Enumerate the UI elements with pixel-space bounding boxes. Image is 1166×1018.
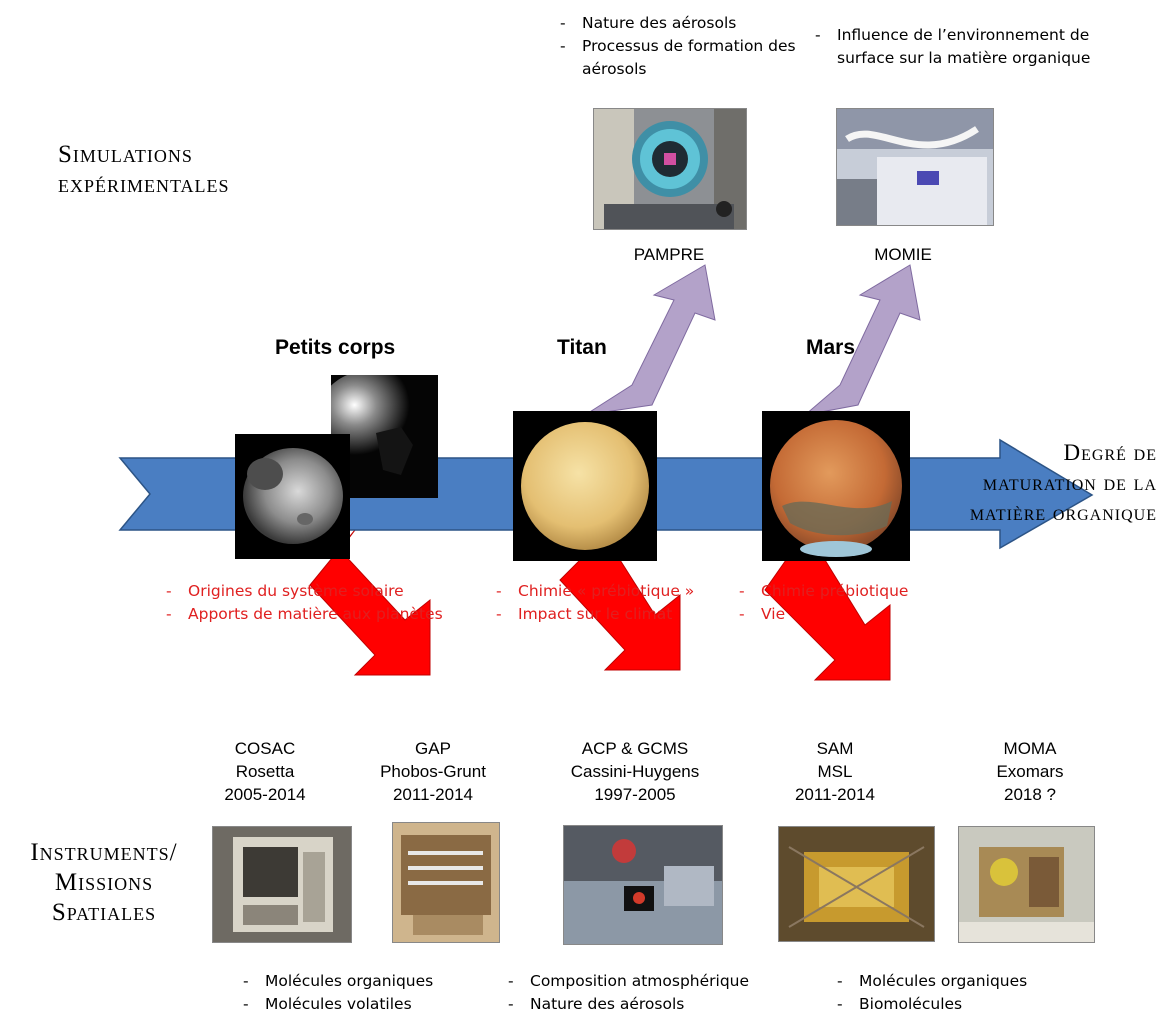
maturation-label-line1: Degré de <box>1063 440 1157 465</box>
instruments-label-line2: Missions <box>54 869 154 896</box>
acp-gcms-photo <box>563 825 723 945</box>
pampre-notes: Nature des aérosols Processus de formati… <box>560 12 800 81</box>
pampre-label: PAMPRE <box>633 245 705 264</box>
instruments-label-line3: Spatiales <box>51 899 157 926</box>
mars-title: Mars <box>806 336 856 359</box>
titan-photo <box>513 411 657 561</box>
mission-line: COSAC <box>234 739 296 758</box>
phobos-photo <box>235 434 350 559</box>
objective-item: Impact sur le climat <box>496 603 746 626</box>
momie-note: Influence de l’environnement de surface … <box>815 24 1135 70</box>
objective-item: Chimie « prébiotique » <box>496 580 746 603</box>
mission-moma: MOMA Exomars 2018 ? <box>970 737 1090 806</box>
objective-item: Origines du système solaire <box>166 580 486 603</box>
mission-line: 2011-2014 <box>794 785 876 804</box>
moma-photo <box>958 826 1095 943</box>
objective-item: Chimie prébiotique <box>739 580 979 603</box>
mission-sam: SAM MSL 2011-2014 <box>775 737 895 806</box>
mission-note: Composition atmosphérique <box>508 970 808 993</box>
pampre-note: Processus de formation des aérosols <box>560 35 800 81</box>
mission-line: MOMA <box>1003 739 1057 758</box>
momie-label: MOMIE <box>874 245 932 264</box>
momie-photo <box>836 108 994 226</box>
mission-gap: GAP Phobos-Grunt 2011-2014 <box>363 737 503 806</box>
maturation-label: Degré de maturation de la matière organi… <box>925 438 1157 528</box>
instruments-label-line1: Instruments/ <box>30 839 178 866</box>
mission-note: Molécules organiques <box>243 970 503 993</box>
mars-mission-notes: Molécules organiques Biomolécules <box>837 970 1097 1016</box>
mission-line: 2005-2014 <box>224 785 306 804</box>
petits-corps-title: Petits corps <box>275 336 396 359</box>
titan-title: Titan <box>557 336 607 359</box>
maturation-label-line3: matière organique <box>969 500 1157 525</box>
sam-photo <box>778 826 935 942</box>
momie-notes: Influence de l’environnement de surface … <box>815 24 1135 70</box>
small-bodies-mission-notes: Molécules organiques Molécules volatiles <box>243 970 503 1016</box>
objective-item: Apports de matière aux planètes <box>166 603 486 626</box>
mission-line: SAM <box>816 739 854 758</box>
mission-note: Biomolécules <box>837 993 1097 1016</box>
petits-corps-objectives: Origines du système solaire Apports de m… <box>166 580 486 626</box>
cosac-photo <box>212 826 352 943</box>
mission-line: 2018 ? <box>1004 785 1056 804</box>
mission-line: GAP <box>415 739 451 758</box>
mission-line: Exomars <box>996 762 1064 781</box>
mission-line: 1997-2005 <box>594 785 676 804</box>
mission-note: Molécules volatiles <box>243 993 503 1016</box>
simulations-label-line1: Simulations <box>58 141 193 168</box>
mission-line: Phobos-Grunt <box>380 762 486 781</box>
gap-photo <box>392 822 500 943</box>
mission-line: 2011-2014 <box>392 785 474 804</box>
mission-line: ACP & GCMS <box>581 739 689 758</box>
mission-line: Cassini-Huygens <box>570 762 700 781</box>
pampre-note: Nature des aérosols <box>560 12 800 35</box>
up-arrow-momie <box>803 264 921 416</box>
mars-photo <box>762 411 910 561</box>
pampre-photo <box>593 108 747 230</box>
mars-objectives: Chimie prébiotique Vie <box>739 580 979 626</box>
titan-objectives: Chimie « prébiotique » Impact sur le cli… <box>496 580 746 626</box>
objective-item: Vie <box>739 603 979 626</box>
mission-note: Nature des aérosols <box>508 993 808 1016</box>
mission-acp-gcms: ACP & GCMS Cassini-Huygens 1997-2005 <box>555 737 715 806</box>
instruments-label: Instruments/ Missions Spatiales <box>14 838 194 928</box>
mission-line: Rosetta <box>235 762 295 781</box>
mission-note: Molécules organiques <box>837 970 1097 993</box>
simulations-label-line2: expérimentales <box>58 171 230 198</box>
maturation-label-line2: maturation de la <box>982 470 1157 495</box>
up-arrow-pampre <box>584 264 716 416</box>
simulations-label: Simulations expérimentales <box>58 140 230 200</box>
mission-cosac: COSAC Rosetta 2005-2014 <box>195 737 335 806</box>
mission-line: MSL <box>817 762 853 781</box>
titan-mission-notes: Composition atmosphérique Nature des aér… <box>508 970 808 1016</box>
